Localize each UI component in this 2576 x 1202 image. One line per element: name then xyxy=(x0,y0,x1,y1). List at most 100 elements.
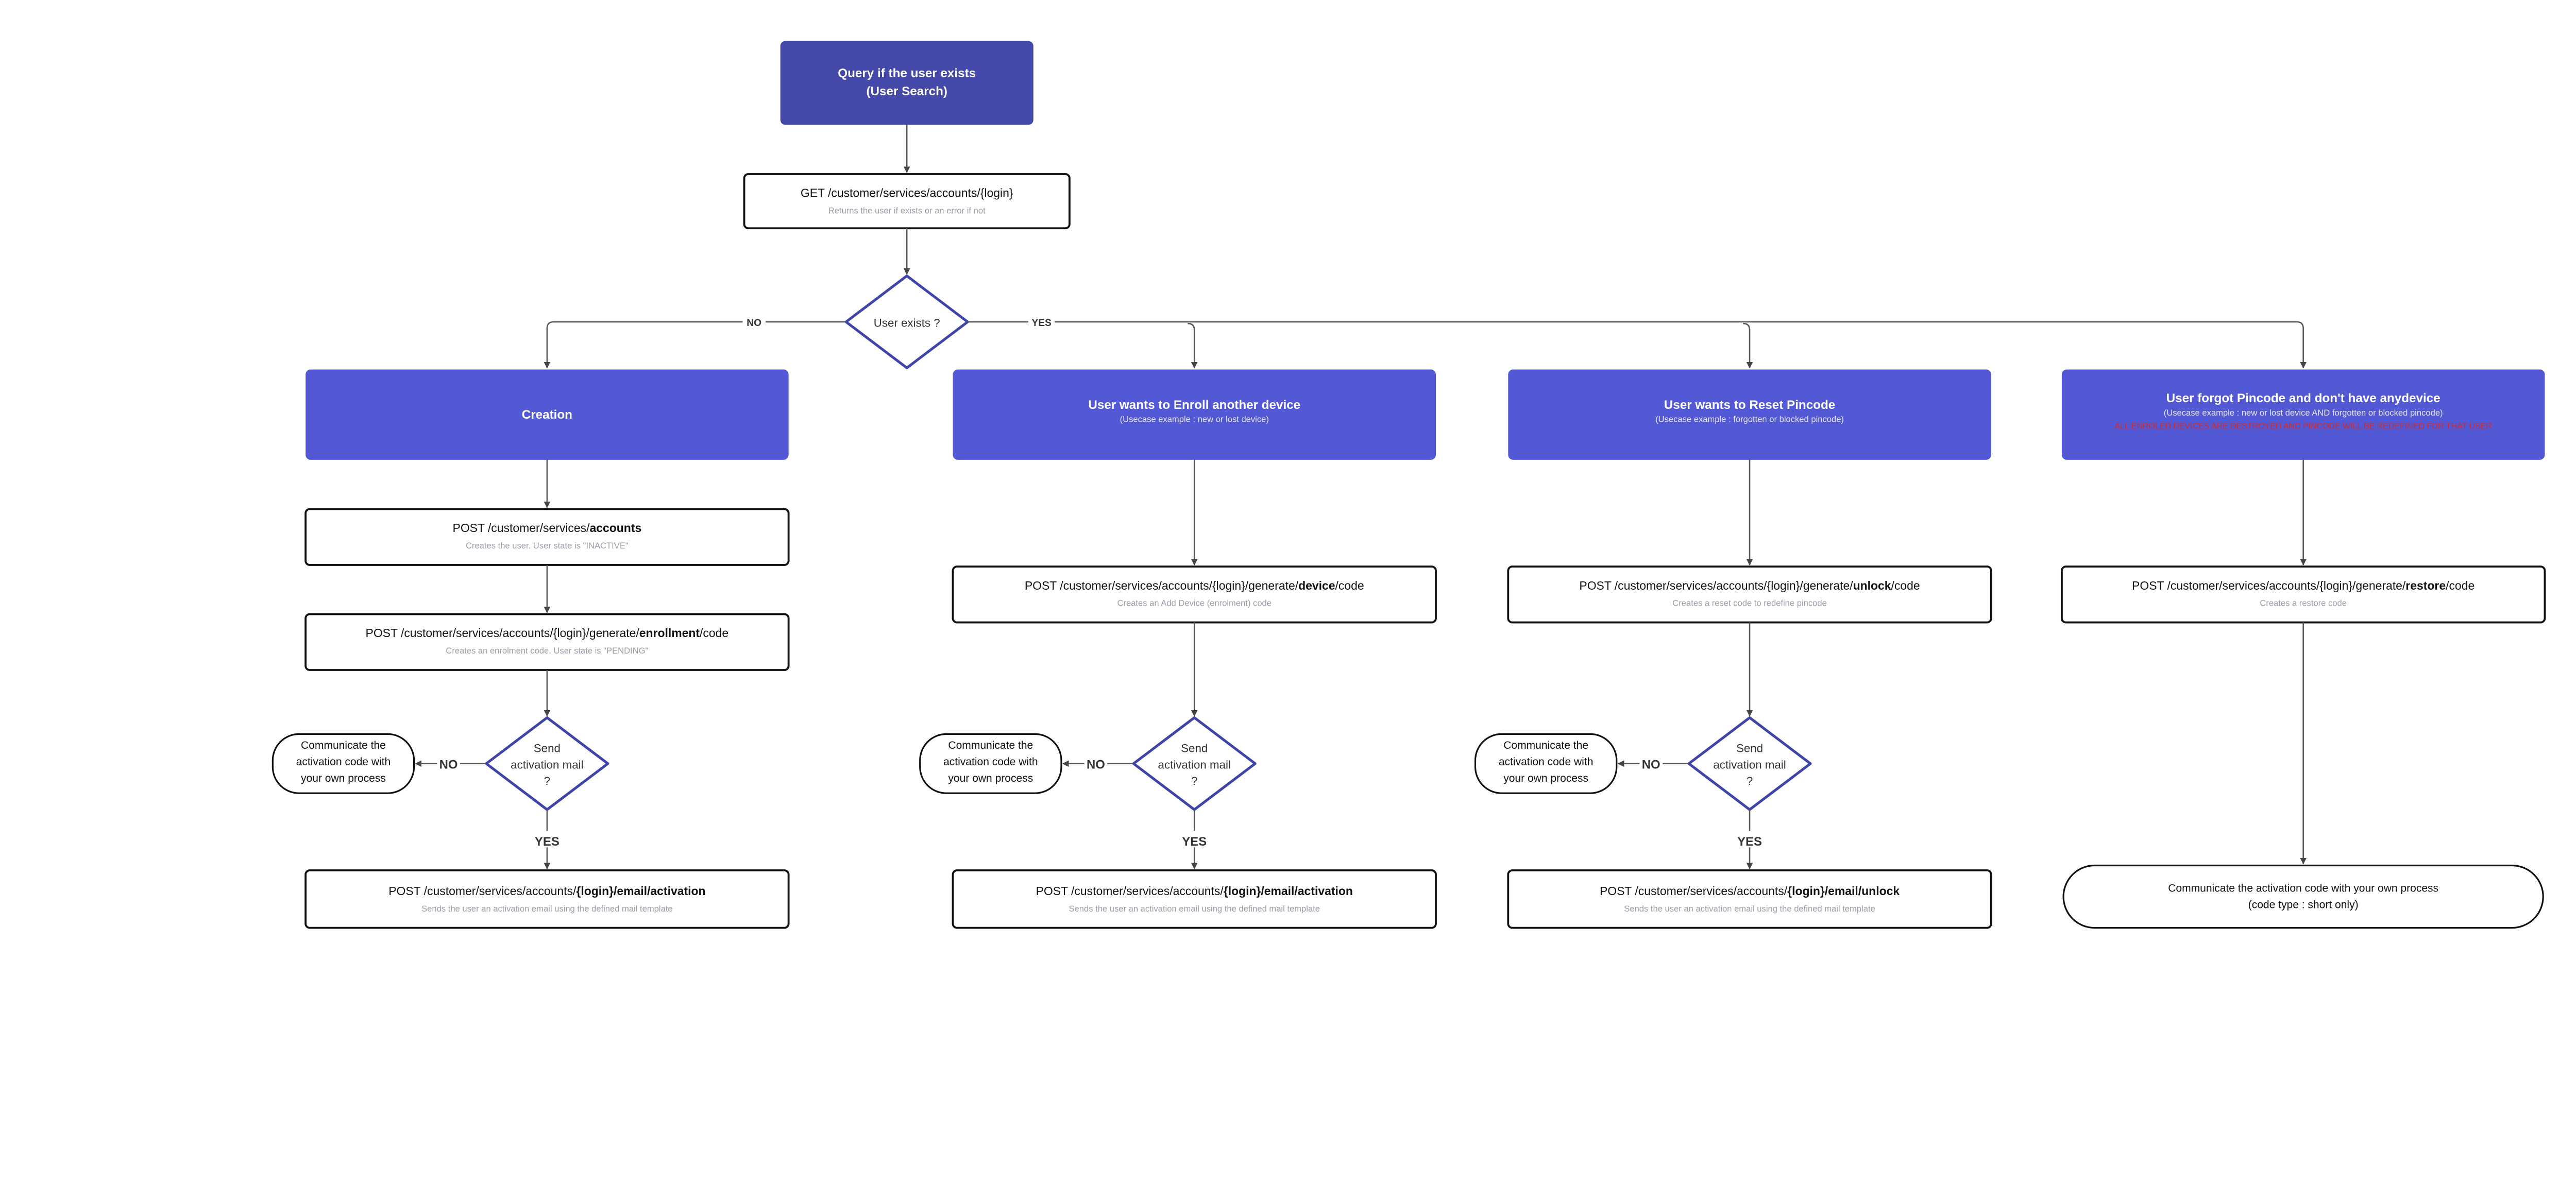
manual-line3: your own process xyxy=(301,772,386,784)
api-endpoint-label: POST /customer/services/accounts/{login}… xyxy=(2132,579,2475,592)
email-description: Sends the user an activation email using… xyxy=(421,904,673,914)
branch-subtitle: (Usecase example : new or lost device) xyxy=(1120,415,1269,424)
branch-subtitle: (Usecase example : forgotten or blocked … xyxy=(1655,415,1844,424)
decision-line1: Send xyxy=(534,742,561,754)
api-path-prefix: POST /customer/services/accounts/{login}… xyxy=(1025,579,1299,592)
decision-line2: activation mail xyxy=(1713,758,1786,771)
terminal-line2: (code type : short only) xyxy=(2248,899,2359,911)
branch-title: Creation xyxy=(522,408,572,422)
manual-line1: Communicate the xyxy=(1503,740,1588,751)
branch-subtitle: (Usecase example : new or lost device AN… xyxy=(2164,408,2443,418)
manual-communication-node[interactable]: Communicate the activation code with your … xyxy=(1474,733,1618,794)
send-email-node[interactable]: POST /customer/services/accounts/{login}… xyxy=(304,869,790,929)
decision-line3: ? xyxy=(544,775,550,787)
query-user-node[interactable]: Query if the user exists (User Search) xyxy=(780,41,1033,125)
manual-line3: your own process xyxy=(1503,772,1588,784)
decision-line2: activation mail xyxy=(511,758,583,771)
api-description: Creates a reset code to redefine pincode xyxy=(1672,598,1827,608)
get-description: Returns the user if exists or an error i… xyxy=(828,206,986,216)
send-mail-yes-label: YES xyxy=(1737,835,1762,849)
send-mail-yes-label: YES xyxy=(1182,835,1207,849)
manual-line2: activation code with xyxy=(1499,756,1594,768)
api-endpoint-label: POST /customer/services/accounts/{login}… xyxy=(388,884,705,898)
branch-header-1[interactable]: User wants to Enroll another device (Usec… xyxy=(953,369,1436,460)
api-path-prefix: POST /customer/services/ xyxy=(453,521,590,535)
decision-line1: Send xyxy=(1181,742,1208,754)
get-user-node[interactable]: GET /customer/services/accounts/{login} … xyxy=(743,173,1071,230)
branch-title: User wants to Enroll another device xyxy=(1088,398,1300,412)
get-api-label: GET /customer/services/accounts/{login} xyxy=(801,186,1013,200)
api-endpoint-label: POST /customer/services/accounts/{login}… xyxy=(1025,579,1364,592)
manual-line3: your own process xyxy=(948,772,1033,784)
manual-communication-node[interactable]: Communicate the activation code with your … xyxy=(919,733,1062,794)
api-step-0[interactable]: POST /customer/services/accounts/{login}… xyxy=(1507,565,1992,624)
user-exists-decision[interactable]: User exists ? xyxy=(844,274,969,369)
api-path-prefix: POST /customer/services/accounts/ xyxy=(1036,884,1224,898)
edge-yes-to-reset xyxy=(1743,322,1753,369)
api-path-highlight: {login}/email/unlock xyxy=(1787,884,1900,898)
send-mail-decision[interactable]: Send activation mail? xyxy=(1132,716,1257,811)
api-description: Creates an enrolment code. User state is… xyxy=(446,646,648,656)
send-mail-decision[interactable]: Send activation mail? xyxy=(485,716,609,811)
edge-no-to-creation xyxy=(544,321,846,369)
email-description: Sends the user an activation email using… xyxy=(1624,904,1875,914)
decision-line3: ? xyxy=(1191,775,1197,787)
send-mail-no-label: NO xyxy=(1087,758,1105,771)
manual-line1: Communicate the xyxy=(301,740,386,751)
api-path-prefix: POST /customer/services/accounts/{login}… xyxy=(1579,579,1853,592)
api-path-prefix: POST /customer/services/accounts/ xyxy=(388,884,577,898)
api-path-highlight: enrollment xyxy=(639,626,700,640)
manual-line1: Communicate the xyxy=(948,740,1033,751)
branch-header-3[interactable]: User forgot Pincode and don't have anyde… xyxy=(2061,369,2545,460)
edge-yes-to-forgot xyxy=(968,321,2307,369)
decision-line1: Send xyxy=(1736,742,1763,754)
api-path-suffix: /code xyxy=(700,626,728,640)
api-step-1[interactable]: POST /customer/services/accounts/{login}… xyxy=(304,613,790,671)
api-path-highlight: {login}/email/activation xyxy=(1224,884,1353,898)
api-endpoint-label: POST /customer/services/accounts/{login}… xyxy=(1579,579,1920,592)
send-email-node[interactable]: POST /customer/services/accounts/{login}… xyxy=(952,869,1437,929)
api-path-suffix: /code xyxy=(2446,579,2475,592)
branch-header-2[interactable]: User wants to Reset Pincode (Usecase exam… xyxy=(1508,369,1991,460)
api-path-highlight: device xyxy=(1298,579,1335,592)
api-endpoint-label: POST /customer/services/accounts/{login}… xyxy=(366,626,729,640)
user-exists-label: User exists ? xyxy=(874,317,940,330)
api-description: Creates an Add Device (enrolment) code xyxy=(1117,598,1271,608)
flowchart: Query if the user exists (User Search) G… xyxy=(272,41,2546,929)
send-mail-yes-label: YES xyxy=(535,835,560,849)
api-endpoint-label: POST /customer/services/accounts xyxy=(453,521,642,535)
api-description: Creates the user. User state is "INACTIV… xyxy=(466,541,629,551)
api-path-suffix: /code xyxy=(1335,579,1364,592)
send-email-node[interactable]: POST /customer/services/accounts/{login}… xyxy=(1507,869,1992,929)
branch-warning: ALL ENROLED DEVICES ARE DESTROYED AND PI… xyxy=(2115,422,2492,431)
query-title-line1: Query if the user exists xyxy=(838,66,976,80)
api-path-highlight: unlock xyxy=(1853,579,1891,592)
api-path-highlight: accounts xyxy=(590,521,642,535)
api-path-suffix: /code xyxy=(1891,579,1920,592)
manual-line2: activation code with xyxy=(296,756,391,768)
api-path-prefix: POST /customer/services/accounts/ xyxy=(1600,884,1788,898)
decision-line2: activation mail xyxy=(1158,758,1231,771)
api-path-highlight: restore xyxy=(2405,579,2446,592)
api-endpoint-label: POST /customer/services/accounts/{login}… xyxy=(1036,884,1353,898)
send-mail-no-label: NO xyxy=(439,758,458,771)
api-step-0[interactable]: POST /customer/services/accountsCreates … xyxy=(304,508,790,566)
branch-title: User wants to Reset Pincode xyxy=(1664,398,1835,412)
api-path-prefix: POST /customer/services/accounts/{login}… xyxy=(2132,579,2406,592)
manual-communication-terminal[interactable]: Communicate the activation code with you… xyxy=(2062,864,2544,929)
api-path-highlight: {login}/email/activation xyxy=(576,884,705,898)
branch-title: User forgot Pincode and don't have anyde… xyxy=(2166,391,2441,405)
api-description: Creates a restore code xyxy=(2260,598,2347,608)
api-step-0[interactable]: POST /customer/services/accounts/{login}… xyxy=(2060,565,2546,624)
user-exists-no-label: NO xyxy=(747,318,761,329)
api-step-0[interactable]: POST /customer/services/accounts/{login}… xyxy=(952,565,1437,624)
manual-line2: activation code with xyxy=(943,756,1038,768)
api-path-prefix: POST /customer/services/accounts/{login}… xyxy=(366,626,640,640)
terminal-line1: Communicate the activation code with you… xyxy=(2168,882,2438,894)
edge-yes-to-enroll xyxy=(1188,322,1198,369)
manual-communication-node[interactable]: Communicate the activation code with your … xyxy=(272,733,415,794)
user-exists-yes-label: YES xyxy=(1032,318,1052,329)
email-description: Sends the user an activation email using… xyxy=(1069,904,1320,914)
branch-header-0[interactable]: Creation xyxy=(306,369,789,460)
